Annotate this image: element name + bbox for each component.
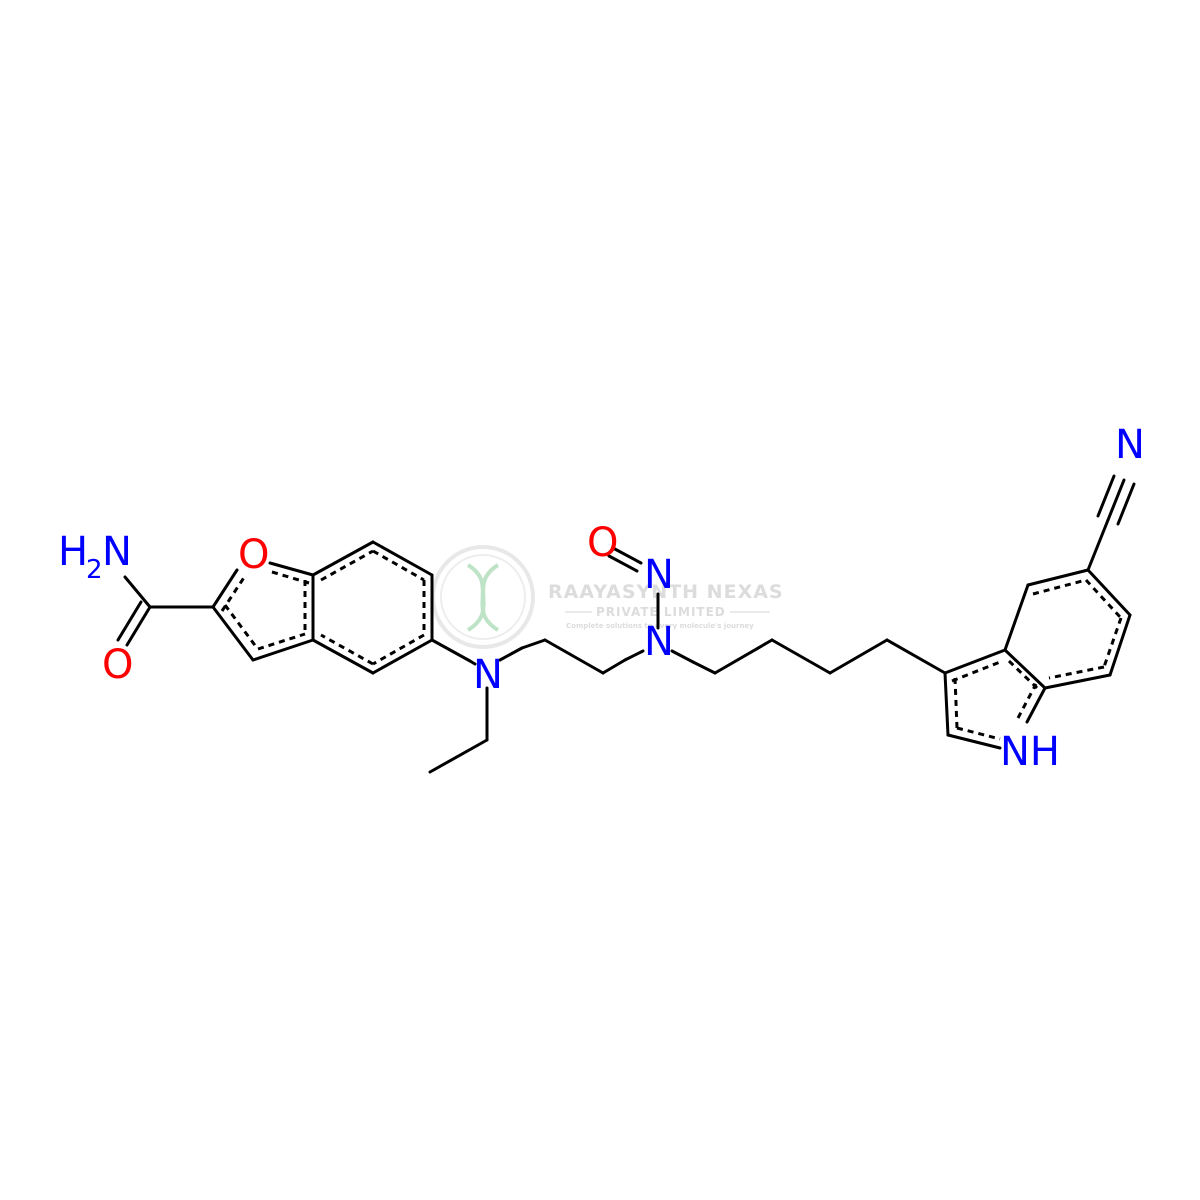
amide-nh2-label: H 2 N — [58, 529, 132, 585]
amine-linker-bonds — [428, 638, 645, 774]
butyl-chain-bonds — [670, 638, 947, 675]
atom-labels: H 2 N O O N O N N NH N — [58, 422, 1145, 775]
nitrile-bonds — [1086, 474, 1136, 572]
nitroso-oxygen-label: O — [587, 520, 618, 566]
amide-n-label: N — [102, 529, 132, 575]
furan-oxygen-label: O — [238, 532, 269, 578]
indole-nh-label: NH — [1000, 729, 1060, 775]
nitroso-bonds — [607, 546, 660, 630]
watermark-company: RAAYASYNTH NEXAS — [548, 581, 784, 603]
watermark-logo-inner — [440, 554, 526, 640]
watermark: RAAYASYNTH NEXAS PRIVATE LIMITED Complet… — [431, 545, 784, 649]
watermark-tagline: Complete solutions to every molecule's j… — [566, 622, 754, 630]
nitrile-nitrogen-label: N — [1115, 422, 1145, 468]
benzofuran-bonds — [211, 540, 434, 675]
amide-h-label: H — [58, 529, 88, 575]
watermark-subtitle: PRIVATE LIMITED — [596, 605, 726, 619]
watermark-dna-icon — [466, 563, 500, 632]
amide-oxygen-label: O — [102, 642, 133, 688]
indole-bonds — [943, 568, 1132, 750]
tertiary-nitrogen-label: N — [473, 652, 503, 698]
nitroso-nitrogen-label: N — [644, 552, 674, 598]
amide-h-subscript: 2 — [86, 555, 103, 585]
amine-nitrogen-label: N — [644, 619, 674, 665]
carboxamide-bonds — [116, 575, 215, 647]
